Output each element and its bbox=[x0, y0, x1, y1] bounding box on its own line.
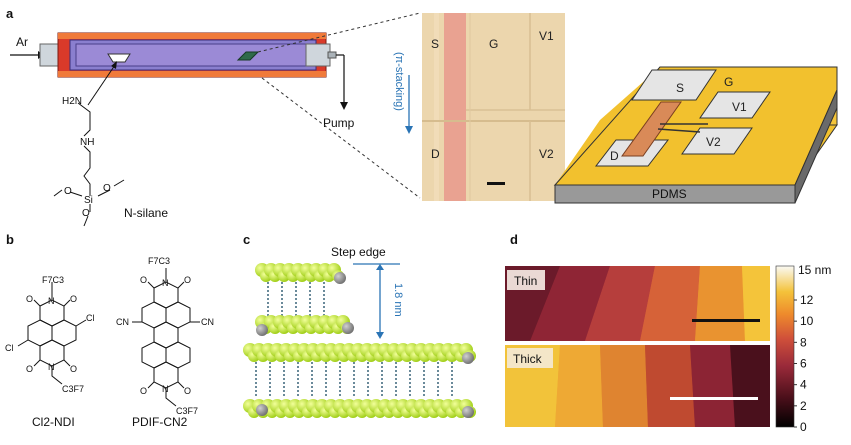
micro-label-g: G bbox=[489, 37, 498, 51]
gas-label: Ar bbox=[16, 35, 28, 49]
colorbar-tick-label: 0 bbox=[800, 420, 807, 434]
ndi-o3: O bbox=[26, 364, 33, 374]
carbon-atom bbox=[334, 272, 346, 284]
molecule-name: N-silane bbox=[124, 206, 168, 220]
ndi-n-bottom: N bbox=[48, 362, 55, 372]
height-colorbar bbox=[775, 265, 795, 428]
pump-label: Pump bbox=[323, 116, 355, 130]
micro-label-d: D bbox=[431, 147, 440, 161]
ndi-o1: O bbox=[26, 294, 33, 304]
panel-label-b: b bbox=[6, 232, 14, 247]
carbon-atom bbox=[342, 322, 354, 334]
colorbar-tick-label: 8 bbox=[800, 335, 807, 349]
micro-label-s: S bbox=[431, 37, 439, 51]
o-label-left: O bbox=[64, 186, 72, 197]
molecule1-name: Cl2-NDI bbox=[32, 415, 75, 429]
tube-furnace bbox=[39, 32, 337, 78]
colorbar-tick-label: 10 bbox=[800, 314, 814, 328]
pdif-o3: O bbox=[140, 386, 147, 396]
pdif-o1: O bbox=[140, 275, 147, 285]
cl2-ndi-structure bbox=[17, 282, 87, 385]
molecule-pointer bbox=[87, 64, 116, 106]
o-label-right: O bbox=[103, 183, 111, 194]
device-label-s: S bbox=[676, 81, 684, 95]
thick-tag: Thick bbox=[507, 348, 553, 368]
zoom-line-top bbox=[257, 12, 421, 53]
optical-micrograph bbox=[422, 13, 565, 201]
device-label-v1: V1 bbox=[732, 100, 747, 114]
molecule2-name: PDIF-CN2 bbox=[132, 415, 188, 429]
ndi-o4: O bbox=[70, 364, 77, 374]
afm-thick bbox=[505, 345, 770, 427]
ndi-cl-right: Cl bbox=[86, 313, 95, 323]
colorbar-max-label: 15 nm bbox=[798, 263, 831, 277]
ndi-c3f7: C3F7 bbox=[62, 384, 84, 394]
micrograph-scale-bar bbox=[487, 182, 505, 185]
thin-tag: Thin bbox=[507, 270, 545, 290]
pdif-o4: O bbox=[184, 386, 191, 396]
substrate-label: PDMS bbox=[652, 187, 687, 201]
ndi-o2: O bbox=[70, 294, 77, 304]
afm-thin bbox=[505, 266, 770, 341]
thick-scale-bar bbox=[670, 397, 758, 400]
micro-label-v2: V2 bbox=[539, 147, 554, 161]
device-label-v2: V2 bbox=[706, 135, 721, 149]
device-label-d: D bbox=[610, 149, 619, 163]
precursor-boat bbox=[107, 53, 131, 63]
ndi-n-top: N bbox=[48, 296, 55, 306]
si-label: Si bbox=[84, 195, 93, 206]
colorbar-tick-label: 12 bbox=[800, 293, 814, 307]
colorbar-tick-label: 4 bbox=[800, 378, 807, 392]
o-label-bottom: O bbox=[82, 208, 90, 219]
colorbar-tick-label: 2 bbox=[800, 399, 807, 413]
pdif-f7c3: F7C3 bbox=[148, 256, 170, 266]
crystal-structure bbox=[243, 263, 476, 418]
micro-label-v1: V1 bbox=[539, 29, 554, 43]
height-label: 1.8 nm bbox=[392, 283, 404, 317]
panel-label-d: d bbox=[510, 232, 518, 247]
step-edge-label: Step edge bbox=[331, 245, 386, 259]
stacking-label: (π-stacking) bbox=[393, 52, 405, 111]
colorbar-ticks: 12 10 8 6 4 2 0 bbox=[794, 293, 814, 434]
pdif-cn2-structure bbox=[132, 268, 200, 407]
svg-text:Thick: Thick bbox=[513, 352, 543, 366]
ndi-cl-left: Cl bbox=[5, 343, 14, 353]
carbon-atom bbox=[462, 352, 474, 364]
panel-label-c: c bbox=[243, 232, 250, 247]
device-schematic bbox=[553, 66, 838, 204]
nh-label: NH bbox=[80, 137, 94, 148]
carbon-atom bbox=[256, 404, 268, 416]
pdif-c3f7: C3F7 bbox=[176, 406, 198, 416]
colorbar-tick-label: 6 bbox=[800, 357, 807, 371]
pdif-n-bottom: N bbox=[162, 384, 169, 394]
ndi-f7c3: F7C3 bbox=[42, 275, 64, 285]
carbon-atom bbox=[462, 406, 474, 418]
pdif-n-top: N bbox=[162, 278, 169, 288]
svg-text:Thin: Thin bbox=[514, 274, 537, 288]
pdif-cn-left: CN bbox=[116, 317, 129, 327]
pdif-cn-right: CN bbox=[201, 317, 214, 327]
n-silane-structure bbox=[53, 102, 125, 227]
carbon-atom bbox=[256, 324, 268, 336]
panel-label-a: a bbox=[6, 6, 14, 21]
thin-scale-bar bbox=[692, 319, 760, 322]
device-label-g: G bbox=[724, 75, 733, 89]
pdif-o2: O bbox=[184, 275, 191, 285]
nh2-label: H2N bbox=[62, 96, 82, 107]
